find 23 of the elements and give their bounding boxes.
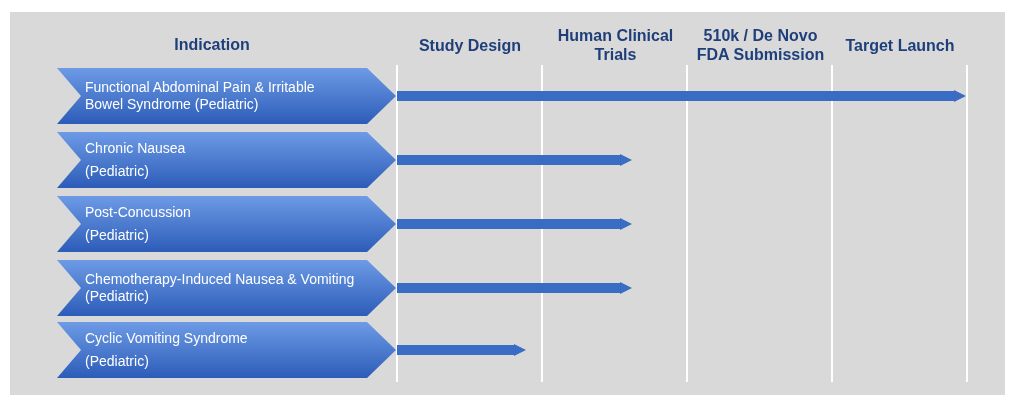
indication-text: Post-Concussion xyxy=(85,204,192,221)
progress-arrow xyxy=(397,90,966,102)
column-header: Human Clinical Trials xyxy=(556,26,675,64)
indication-text: (Pediatric) xyxy=(85,353,150,370)
chevron-shape xyxy=(57,132,396,188)
indication-text: Cyclic Vomiting Syndrome xyxy=(85,330,249,347)
column-header: 510k / De Novo FDA Submission xyxy=(695,26,826,64)
progress-arrow xyxy=(397,154,632,166)
indication-text: Chemotherapy-Induced Nausea & Vomiting (Pediatric) xyxy=(85,271,355,305)
indication-text: (Pediatric) xyxy=(85,163,150,180)
chevron-shape xyxy=(57,196,396,252)
chevron-shape xyxy=(57,68,396,124)
column-header: Indication xyxy=(173,35,251,54)
progress-arrow xyxy=(397,282,632,294)
progress-arrow xyxy=(397,344,526,356)
column-header: Target Launch xyxy=(844,36,956,55)
indication-text: Chronic Nausea xyxy=(85,140,187,157)
column-header: Study Design xyxy=(417,36,523,55)
progress-arrow xyxy=(397,218,632,230)
chevron-shape xyxy=(57,322,396,378)
chevron-shape xyxy=(57,260,396,316)
indication-text: (Pediatric) xyxy=(85,227,150,244)
indication-text: Functional Abdominal Pain & Irritable Bowel Syndrome (Pediatric) xyxy=(85,79,316,113)
